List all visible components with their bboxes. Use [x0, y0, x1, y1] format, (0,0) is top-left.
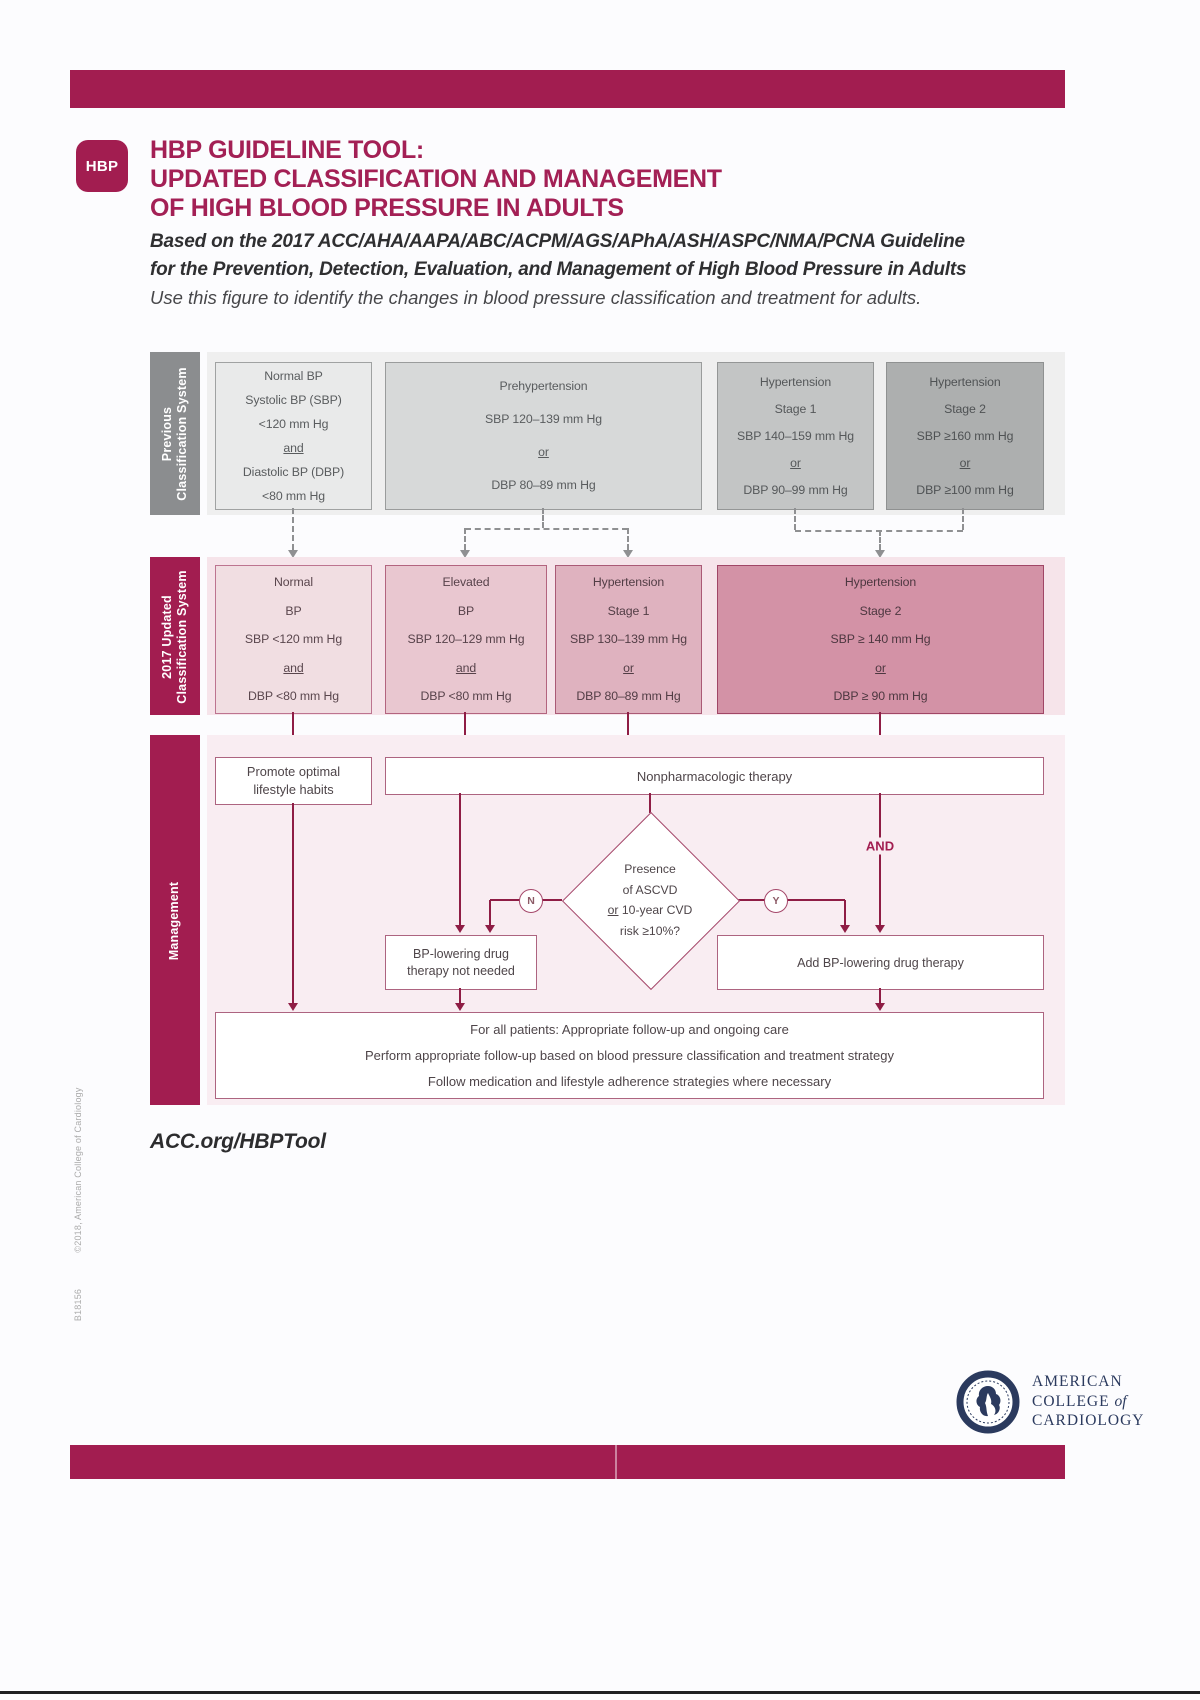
- page-title-line-2: UPDATED CLASSIFICATION AND MANAGEMENT: [150, 165, 722, 193]
- acc-seal-icon: [956, 1370, 1020, 1434]
- line-no-branch-down: [489, 900, 491, 925]
- dashed-connector-to-elevated: [464, 528, 466, 550]
- drug-not-needed-box: BP-lowering drug therapy not needed: [385, 935, 537, 990]
- dashed-arrowhead-stage2: [875, 550, 885, 558]
- followup-care-box: For all patients: Appropriate follow-up …: [215, 1012, 1044, 1099]
- management-row-sidebar: [150, 735, 200, 1105]
- previous-normal-box: Normal BP Systolic BP (SBP) <120 mm Hg a…: [215, 362, 372, 510]
- acc-logo-line-2: COLLEGE of: [1032, 1392, 1127, 1410]
- ascvd-risk-decision-text: Presence of ASCVD or 10-year CVD risk ≥1…: [607, 862, 693, 938]
- updated-row-label: 2017 Updated Classification System: [160, 570, 189, 704]
- updated-elevated-box: Elevated BP SBP 120–129 mm Hg and DBP <8…: [385, 565, 547, 714]
- acc-seal-graphic: [956, 1370, 1020, 1434]
- line-diamond-yes-branch: [738, 899, 845, 901]
- no-circle: N: [519, 889, 543, 913]
- line-promote-to-followup: [292, 803, 294, 1003]
- dashed-arrowhead-elevated: [460, 550, 470, 558]
- bottom-bar-seam: [615, 1445, 617, 1479]
- acc-tool-url: ACC.org/HBPTool: [150, 1130, 326, 1153]
- dashed-connector-prehtn-stub: [542, 508, 544, 528]
- guideline-subtitle: Based on the 2017 ACC/AHA/AAPA/ABC/ACPM/…: [150, 228, 967, 283]
- guideline-subtitle-line-2: for the Prevention, Detection, Evaluatio…: [150, 258, 967, 280]
- previous-prehypertension-box: Prehypertension SBP 120–139 mm Hg or DBP…: [385, 362, 702, 510]
- management-row-label: Management: [167, 881, 181, 961]
- arrow-line-stage2: [879, 712, 881, 749]
- arrowhead-followup-mid: [455, 1003, 465, 1011]
- previous-row-label: Previous Classification System: [160, 367, 189, 501]
- line-adddrug-to-followup: [879, 988, 881, 1003]
- dashed-connector-to-stage2: [879, 530, 881, 550]
- guideline-subtitle-line-1: Based on the 2017 ACC/AHA/AAPA/ABC/ACPM/…: [150, 231, 965, 252]
- and-label: AND: [861, 837, 899, 855]
- top-accent-bar: [70, 70, 1065, 108]
- page-bottom-rule: [0, 1691, 1200, 1694]
- line-nonpharm-to-notneeded: [459, 793, 461, 925]
- promote-lifestyle-box: Promote optimal lifestyle habits: [215, 757, 372, 805]
- arrow-line-elevated: [464, 712, 466, 749]
- add-drug-therapy-box: Add BP-lowering drug therapy: [717, 935, 1044, 990]
- hbp-badge-label: HBP: [85, 157, 119, 175]
- arrowhead-yes-branch: [840, 925, 850, 933]
- arrowhead-notneeded-left: [455, 925, 465, 933]
- updated-normal-box: Normal BP SBP <120 mm Hg and DBP <80 mm …: [215, 565, 372, 714]
- page-title-line-1: HBP GUIDELINE TOOL:: [150, 136, 424, 164]
- previous-stage1-box: Hypertension Stage 1 SBP 140–159 mm Hg o…: [717, 362, 874, 510]
- dashed-connector-prehtn-split: [465, 528, 628, 530]
- arrowhead-adddrug-right: [875, 925, 885, 933]
- acc-logo-wordmark: AMERICAN COLLEGE of CARDIOLOGY: [1032, 1372, 1144, 1431]
- dashed-arrowhead-normal: [288, 550, 298, 558]
- line-nonpharm-to-diamond: [649, 793, 651, 813]
- line-yes-branch-down: [844, 900, 846, 925]
- acc-logo-line-3: CARDIOLOGY: [1032, 1412, 1145, 1429]
- arrowhead-followup-right: [875, 1003, 885, 1011]
- usage-tagline: Use this figure to identify the changes …: [150, 287, 922, 308]
- copyright-vertical-text: ©2018, American College of Cardiology: [73, 1087, 83, 1253]
- page-title: HBP GUIDELINE TOOL: UPDATED CLASSIFICATI…: [150, 136, 722, 223]
- arrowhead-followup-left: [288, 1003, 298, 1011]
- updated-stage2-box: Hypertension Stage 2 SBP ≥ 140 mm Hg or …: [717, 565, 1044, 714]
- nonpharmacologic-therapy-box: Nonpharmacologic therapy: [385, 757, 1044, 795]
- dashed-connector-to-stage1: [627, 528, 629, 550]
- updated-row-sidebar: [150, 557, 200, 715]
- page-title-line-3: OF HIGH BLOOD PRESSURE IN ADULTS: [150, 194, 624, 222]
- dashed-connector-stage1-stub: [794, 508, 796, 530]
- line-notneeded-to-followup: [459, 988, 461, 1003]
- updated-stage1-box: Hypertension Stage 1 SBP 130–139 mm Hg o…: [555, 565, 702, 714]
- bottom-accent-bar: [70, 1445, 1065, 1479]
- dashed-connector-stage2-stub: [962, 508, 964, 530]
- line-and-to-adddrug: [879, 793, 881, 925]
- dashed-arrowhead-stage1: [623, 550, 633, 558]
- arrow-line-stage1: [627, 712, 629, 749]
- dashed-connector-normal: [292, 508, 294, 550]
- arrow-line-normal: [292, 712, 294, 749]
- previous-stage2-box: Hypertension Stage 2 SBP ≥160 mm Hg or D…: [886, 362, 1044, 510]
- arrowhead-no-branch: [485, 925, 495, 933]
- acc-logo-line-1: AMERICAN: [1032, 1373, 1123, 1390]
- previous-row-sidebar: [150, 352, 200, 515]
- document-code-vertical-text: B18156: [73, 1288, 83, 1322]
- hbp-badge: HBP: [76, 140, 128, 192]
- yes-circle: Y: [764, 889, 788, 913]
